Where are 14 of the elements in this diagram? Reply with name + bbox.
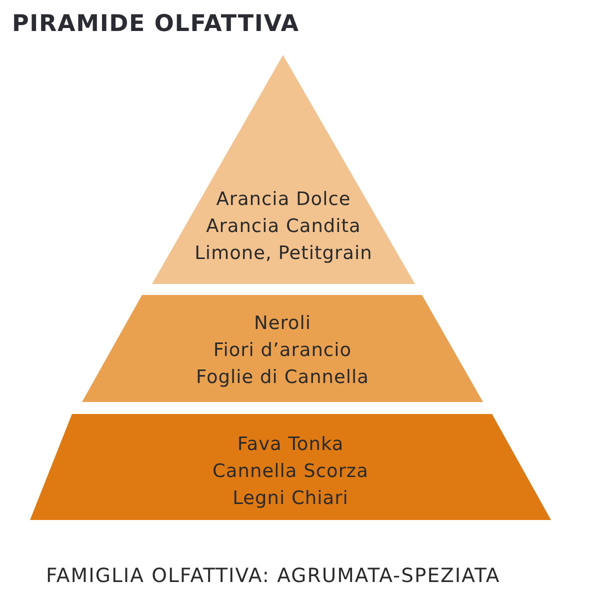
note-text: Fava Tonka [237, 433, 344, 457]
note-text: Neroli [254, 312, 312, 336]
note-text: Arancia Candita [206, 215, 361, 239]
diagram-title: PIRAMIDE OLFATTIVA [12, 11, 300, 37]
pyramid-top-tier [152, 55, 415, 284]
note-text: Cannella Scorza [212, 460, 368, 484]
note-text: Arancia Dolce [216, 188, 351, 212]
caption: FAMIGLIA OLFATTIVA: AGRUMATA-SPEZIATA [46, 564, 500, 587]
note-text: Fiori d’arancio [213, 339, 352, 363]
pyramid-tier [82, 295, 483, 402]
note-text: Legni Chiari [232, 487, 348, 511]
note-text: Limone, Petitgrain [194, 242, 372, 266]
note-text: Foglie di Cannella [196, 366, 370, 390]
pyramid-tier [30, 414, 551, 520]
